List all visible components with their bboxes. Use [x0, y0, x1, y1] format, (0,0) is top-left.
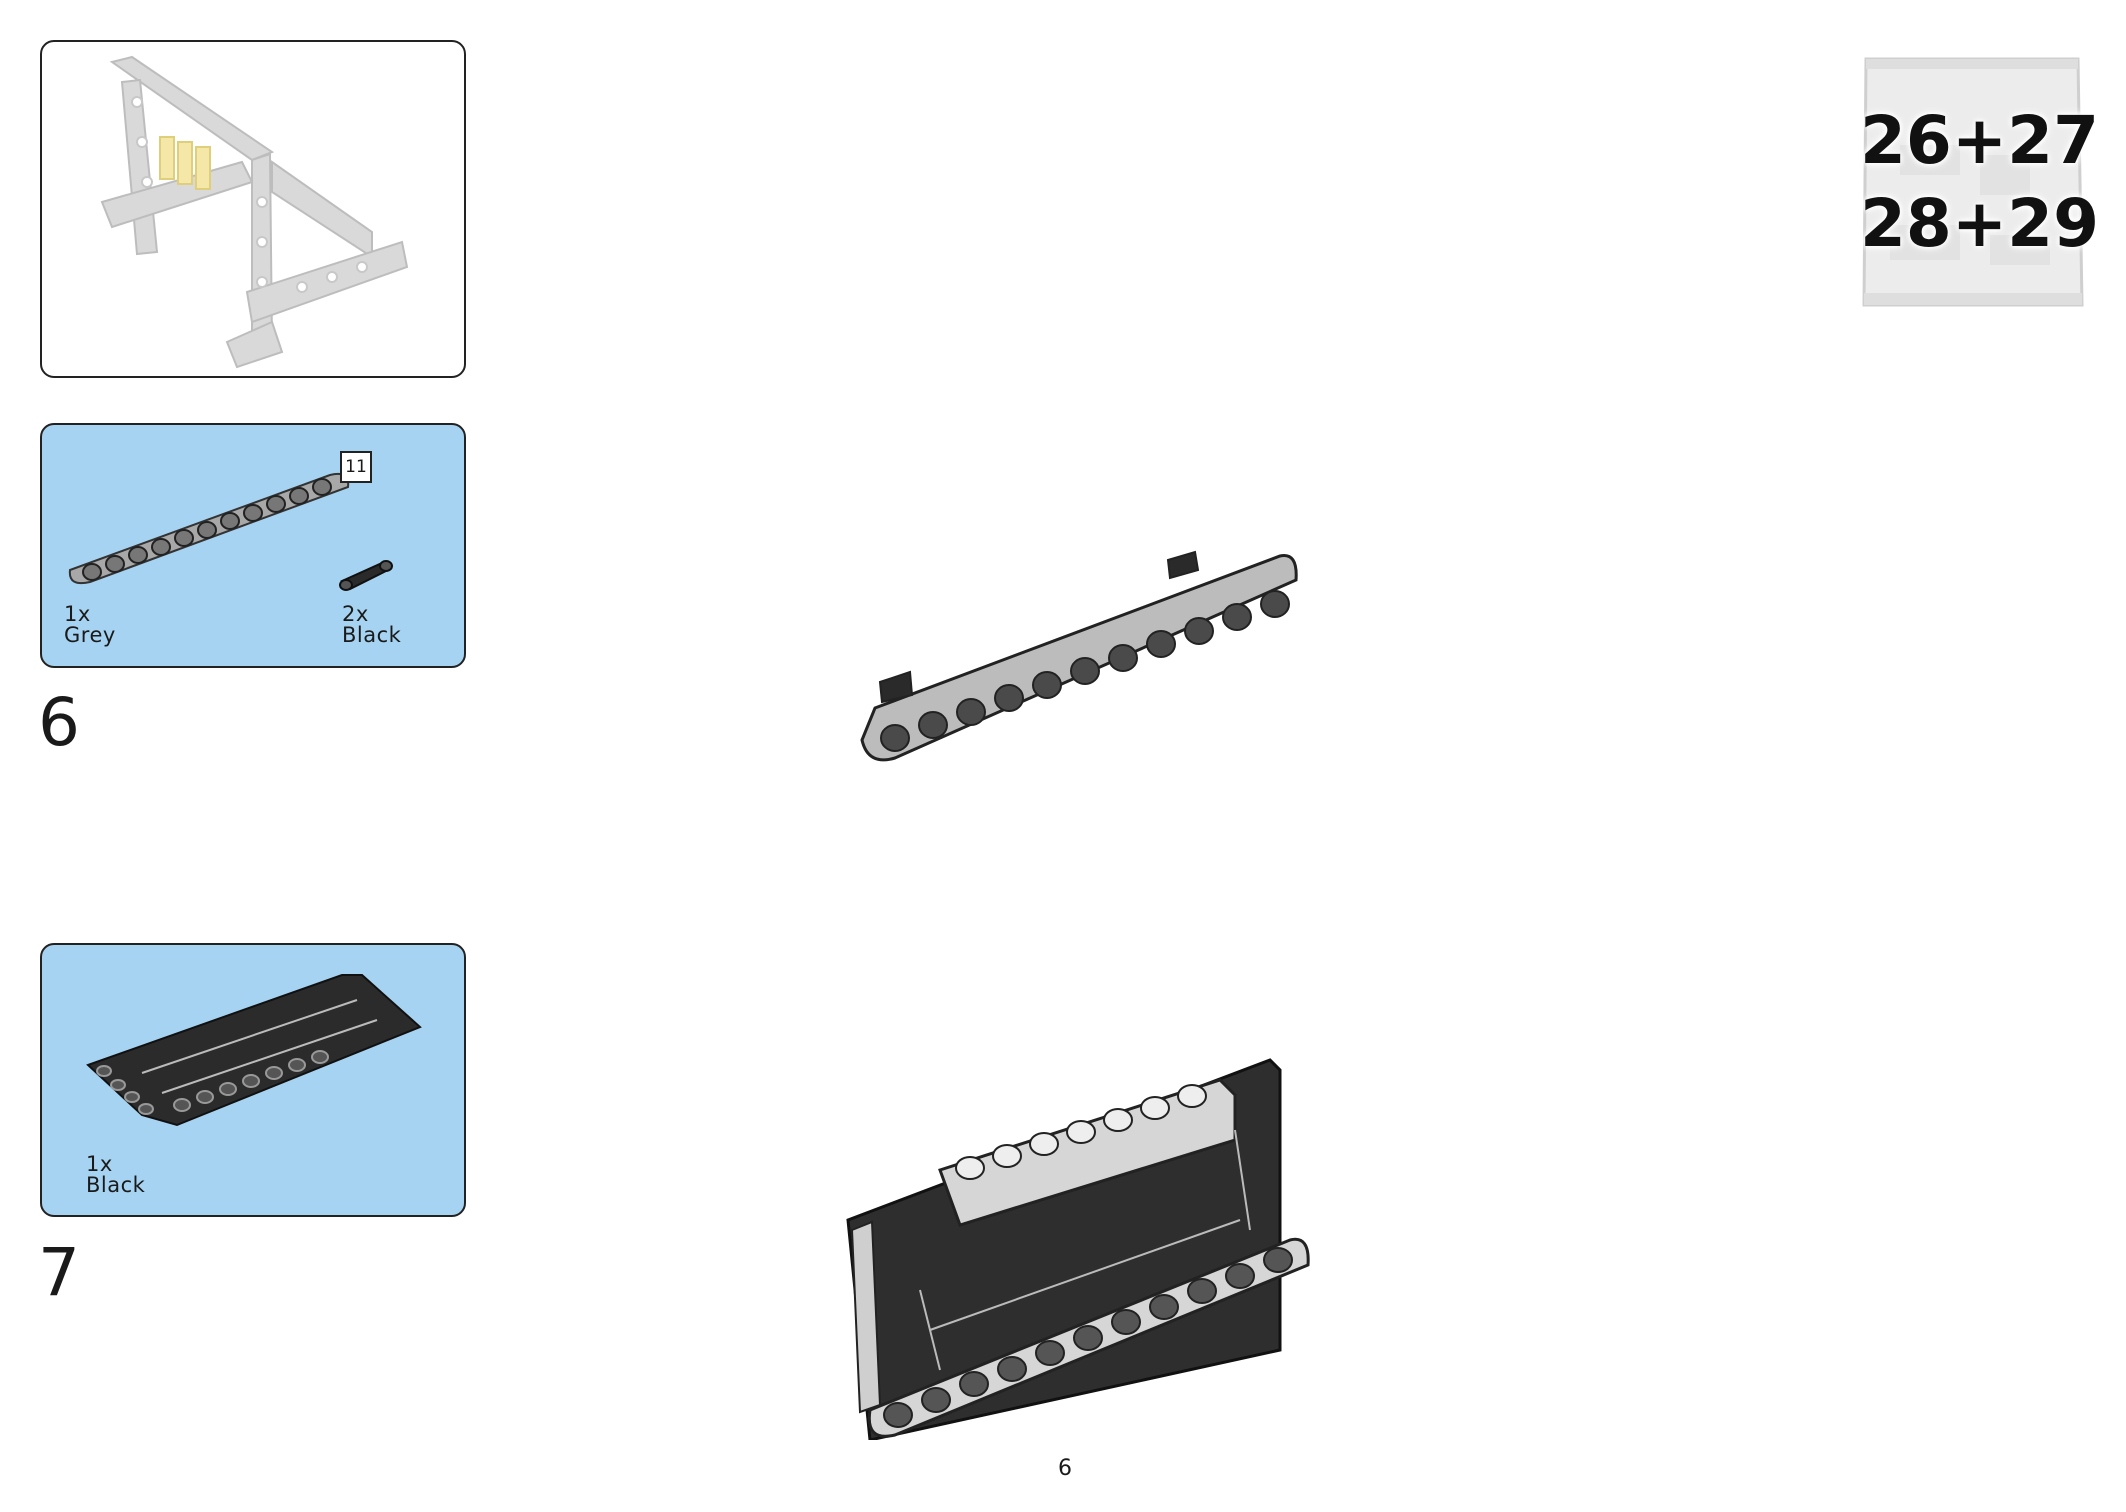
step-number: 7: [38, 1234, 80, 1311]
part-qty: 2x: [342, 602, 369, 626]
black-frame-part: [86, 974, 422, 1127]
step-number: 6: [38, 684, 80, 761]
step-6-assembly-illustration: [860, 550, 1298, 762]
part-qty: 1x: [86, 1152, 113, 1176]
beam-length-badge: 11: [340, 451, 372, 483]
part-qty: 1x: [64, 602, 91, 626]
grey-beam-part: [68, 472, 350, 585]
bag-number-line1: 26+27: [1860, 102, 2099, 179]
bag-number-line2: 28+29: [1860, 185, 2099, 262]
model-preview-panel: [40, 40, 466, 378]
part-color: Black: [86, 1173, 146, 1197]
model-preview-image: [100, 55, 409, 369]
bag-icon: [1862, 57, 2084, 307]
part-color: Grey: [64, 623, 116, 647]
bag-badge: 26+27 28+29: [1860, 55, 2099, 310]
part-color: Black: [342, 623, 402, 647]
page-number: 6: [1058, 1456, 1072, 1481]
step-7-assembly-illustration: [846, 1058, 1310, 1440]
step-6-parts-list: 11 1x Grey 2x Black: [40, 423, 466, 668]
step-7-parts-list: 1x Black: [40, 943, 466, 1217]
black-pin-part: [339, 560, 393, 591]
